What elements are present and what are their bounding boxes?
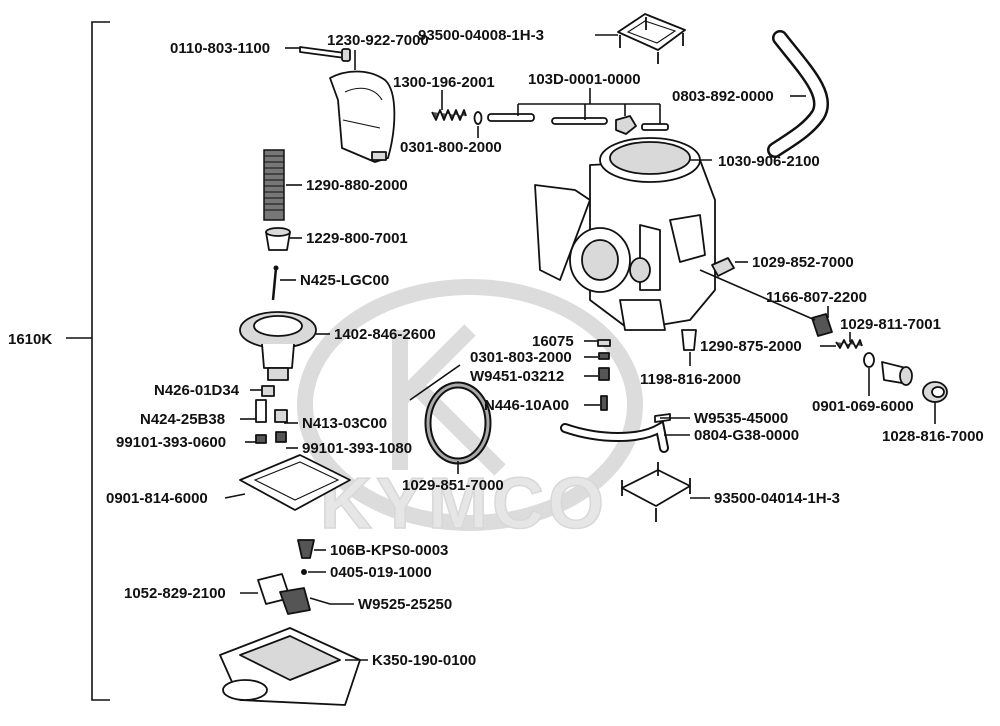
watermark-text: KYMCO [320,464,608,544]
float-bowl-part [219,627,361,706]
part-label: 103D-0001-0000 [528,71,641,88]
small-spring-part [431,109,467,121]
float-valve-part [257,539,315,615]
part-label: 1029-852-7000 [752,254,854,271]
part-label: N413-03C00 [302,415,387,432]
part-label: N446-10A00 [484,397,569,414]
part-label: 93500-04008-1H-3 [418,27,544,44]
part-label: 1052-829-2100 [124,585,226,602]
part-label: 16075 [532,333,574,350]
part-label: 106B-KPS0-0003 [330,542,448,559]
plunger-cap-part [922,381,948,403]
jet-set-part [255,385,288,444]
part-label: 1198-816-2000 [640,371,741,388]
part-label: 0110-803-1100 [170,40,270,57]
adjust-screw-part [699,269,833,337]
part-label: 0901-069-6000 [812,398,914,415]
part-label: W9535-45000 [694,410,788,427]
part-label: 0901-814-6000 [106,490,208,507]
part-label: 1290-875-2000 [700,338,802,355]
part-label: 1030-906-2100 [718,153,820,170]
starter-plunger-part [835,339,913,386]
kymco-watermark: KYMCO [297,279,643,545]
bowl-gasket-part [239,454,351,511]
part-label: 0405-019-1000 [330,564,432,581]
part-label: 1402-846-2600 [334,326,436,343]
assembly-label: 1610K [8,331,52,348]
part-label: 0803-892-0000 [672,88,774,105]
part-label: 1166-807-2200 [766,289,867,306]
part-label: 1300-196-2001 [393,74,495,91]
screw-part [299,46,351,62]
diaphragm-part [239,311,317,381]
part-label: 0804-G38-0000 [694,427,799,444]
part-label: 1229-800-7001 [306,230,408,247]
top-plate-part [617,13,686,64]
part-label: 0301-800-2000 [400,139,502,156]
part-label: 1290-880-2000 [306,177,408,194]
part-label: W9525-25250 [358,596,452,613]
part-label: 1029-811-7001 [840,316,941,333]
part-label: N424-25B38 [140,411,225,428]
vent-hose-part [767,30,830,158]
part-label: 93500-04014-1H-3 [714,490,840,507]
part-label: 99101-393-1080 [302,440,412,457]
fuel-inlet-part [711,257,735,277]
part-label: N425-LGC00 [300,272,389,289]
part-label: 1028-816-7000 [882,428,984,445]
leader-lines [224,34,936,661]
part-label: 0301-803-2000 [470,349,572,366]
assembly-bracket: 1610K [8,21,110,701]
bottom-plate-part [621,462,691,522]
jet-needle-part [271,265,279,301]
part-label: W9451-03212 [470,368,564,385]
part-number-labels: 0110-803-1100 1230-922-7000 93500-04008-… [106,27,984,669]
carburetor-body-part [534,137,716,331]
part-label: 1029-851-7000 [402,477,504,494]
shaft-set-part [487,113,669,135]
needle-retainer-part [265,227,291,251]
small-washer-part [473,111,483,125]
part-label: N426-01D34 [154,382,240,399]
pilot-jet-set-part [597,329,697,411]
slide-spring-part [263,149,285,221]
part-label: K350-190-0100 [372,652,476,669]
part-label: 1230-922-7000 [327,32,429,49]
part-label: 99101-393-0600 [116,434,226,451]
top-cover-part [329,70,396,163]
